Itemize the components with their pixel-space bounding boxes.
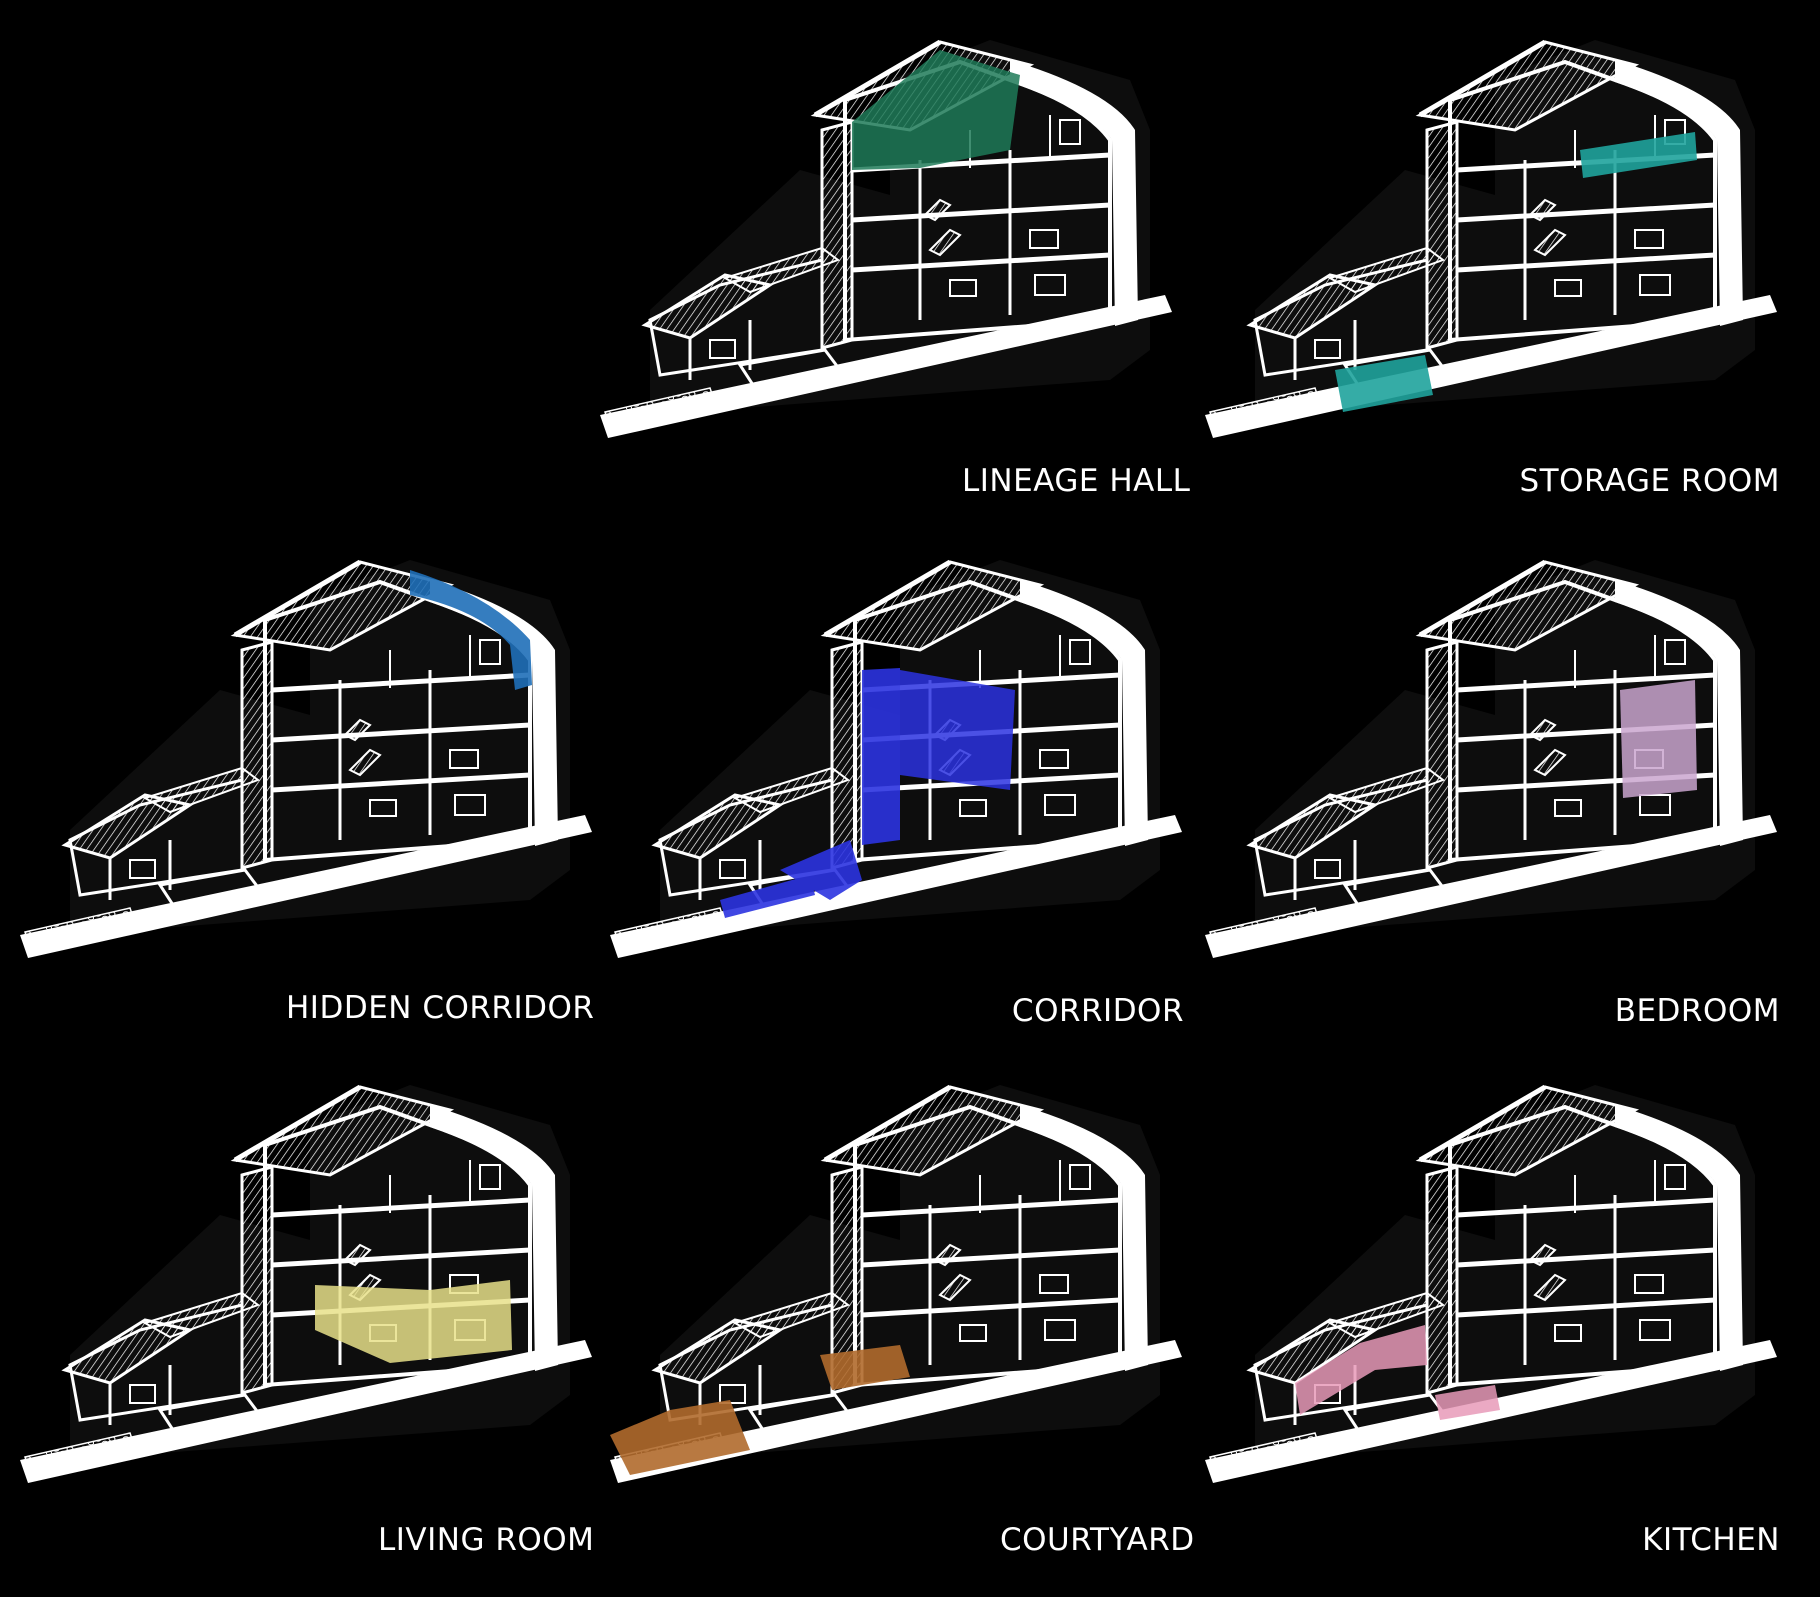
highlight-corridor-vertical	[862, 668, 900, 845]
highlight-storage-room-upper	[1580, 132, 1697, 178]
panel-storage-room	[1205, 40, 1777, 438]
highlight-storage-room-lower	[1335, 355, 1433, 412]
highlight-courtyard-upper	[820, 1345, 910, 1390]
highlight-corridor-ground	[720, 840, 862, 918]
label-bedroom: BEDROOM	[1614, 993, 1780, 1029]
panel-hidden-corridor	[20, 560, 592, 958]
label-kitchen: KITCHEN	[1642, 1522, 1780, 1558]
panel-kitchen	[1205, 1085, 1777, 1483]
label-courtyard: COURTYARD	[1000, 1522, 1195, 1558]
panel-courtyard	[610, 1085, 1182, 1483]
panel-corridor	[610, 560, 1182, 958]
label-storage-room: STORAGE ROOM	[1519, 463, 1780, 499]
label-corridor: CORRIDOR	[1011, 993, 1184, 1029]
highlight-lineage-hall	[852, 50, 1020, 170]
label-lineage-hall: LINEAGE HALL	[962, 463, 1191, 499]
highlight-living-room	[315, 1280, 512, 1363]
highlight-bedroom	[1620, 680, 1697, 798]
highlight-hidden-corridor	[410, 570, 532, 690]
highlight-courtyard-lower	[610, 1400, 750, 1475]
panel-lineage-hall	[600, 40, 1172, 438]
panel-bedroom	[1205, 560, 1777, 958]
highlight-kitchen-front	[1435, 1385, 1500, 1420]
panel-living-room	[20, 1085, 592, 1483]
highlight-corridor-gallery	[900, 670, 1015, 790]
label-living-room: LIVING ROOM	[378, 1522, 595, 1558]
label-hidden-corridor: HIDDEN CORRIDOR	[286, 990, 595, 1026]
highlight-kitchen-wing	[1295, 1325, 1427, 1415]
